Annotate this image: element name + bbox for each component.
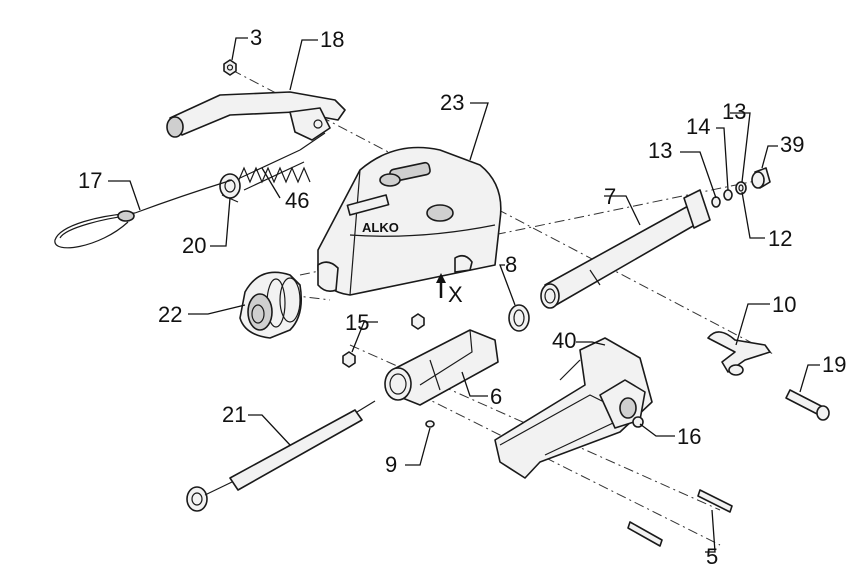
label-5: 5 [706, 544, 718, 569]
part-46-spring [237, 132, 326, 191]
label-14: 14 [686, 114, 710, 139]
label-39: 39 [780, 132, 804, 157]
part-13-washer-a [711, 196, 721, 208]
part-3-nut [223, 59, 237, 76]
label-6: 6 [490, 384, 502, 409]
label-15: 15 [345, 310, 369, 335]
label-20: 20 [182, 233, 206, 258]
part-23-coupling-housing: ALKO [317, 146, 502, 296]
part-5-bolt-a [697, 489, 733, 513]
part-18-hand-lever [166, 91, 346, 141]
part-15-nut-a [411, 313, 425, 330]
part-10-lever [707, 331, 771, 376]
leader-lines [108, 37, 820, 553]
label-13b: 13 [722, 99, 746, 124]
label-16: 16 [677, 424, 701, 449]
part-20-clip [219, 173, 241, 203]
label-13a: 13 [648, 138, 672, 163]
label-21: 21 [222, 402, 246, 427]
part-9-screw [425, 420, 435, 428]
label-22: 22 [158, 302, 182, 327]
part-13-washer-b [735, 181, 747, 195]
part-7-tube [540, 189, 711, 309]
label-17: 17 [78, 168, 102, 193]
part-14-washer [723, 189, 733, 201]
part-19-bolt [785, 389, 830, 421]
label-9: 9 [385, 452, 397, 477]
part-17-cable [54, 179, 233, 249]
label-10: 10 [772, 292, 796, 317]
part-6-square-tube [384, 329, 499, 406]
housing-logo: ALKO [362, 220, 399, 235]
view-x-arrow [436, 273, 446, 298]
part-40-bracket [494, 337, 653, 479]
part-number-labels: 3 18 23 17 46 20 22 X 8 15 6 7 13 14 13 … [78, 25, 846, 569]
label-7: 7 [604, 184, 616, 209]
part-5-bolt-b [627, 521, 663, 547]
label-18: 18 [320, 27, 344, 52]
label-19: 19 [822, 352, 846, 377]
part-15-nut-b [342, 351, 356, 368]
label-8: 8 [505, 252, 517, 277]
part-22-bellows [239, 271, 303, 339]
label-x: X [448, 282, 463, 307]
part-21-damper [186, 400, 376, 512]
part-8-ring [508, 304, 530, 332]
label-40: 40 [552, 328, 576, 353]
label-12: 12 [768, 226, 792, 251]
label-23: 23 [440, 90, 464, 115]
part-39-bolt-head [751, 167, 771, 189]
label-3: 3 [250, 25, 262, 50]
label-46: 46 [285, 188, 309, 213]
